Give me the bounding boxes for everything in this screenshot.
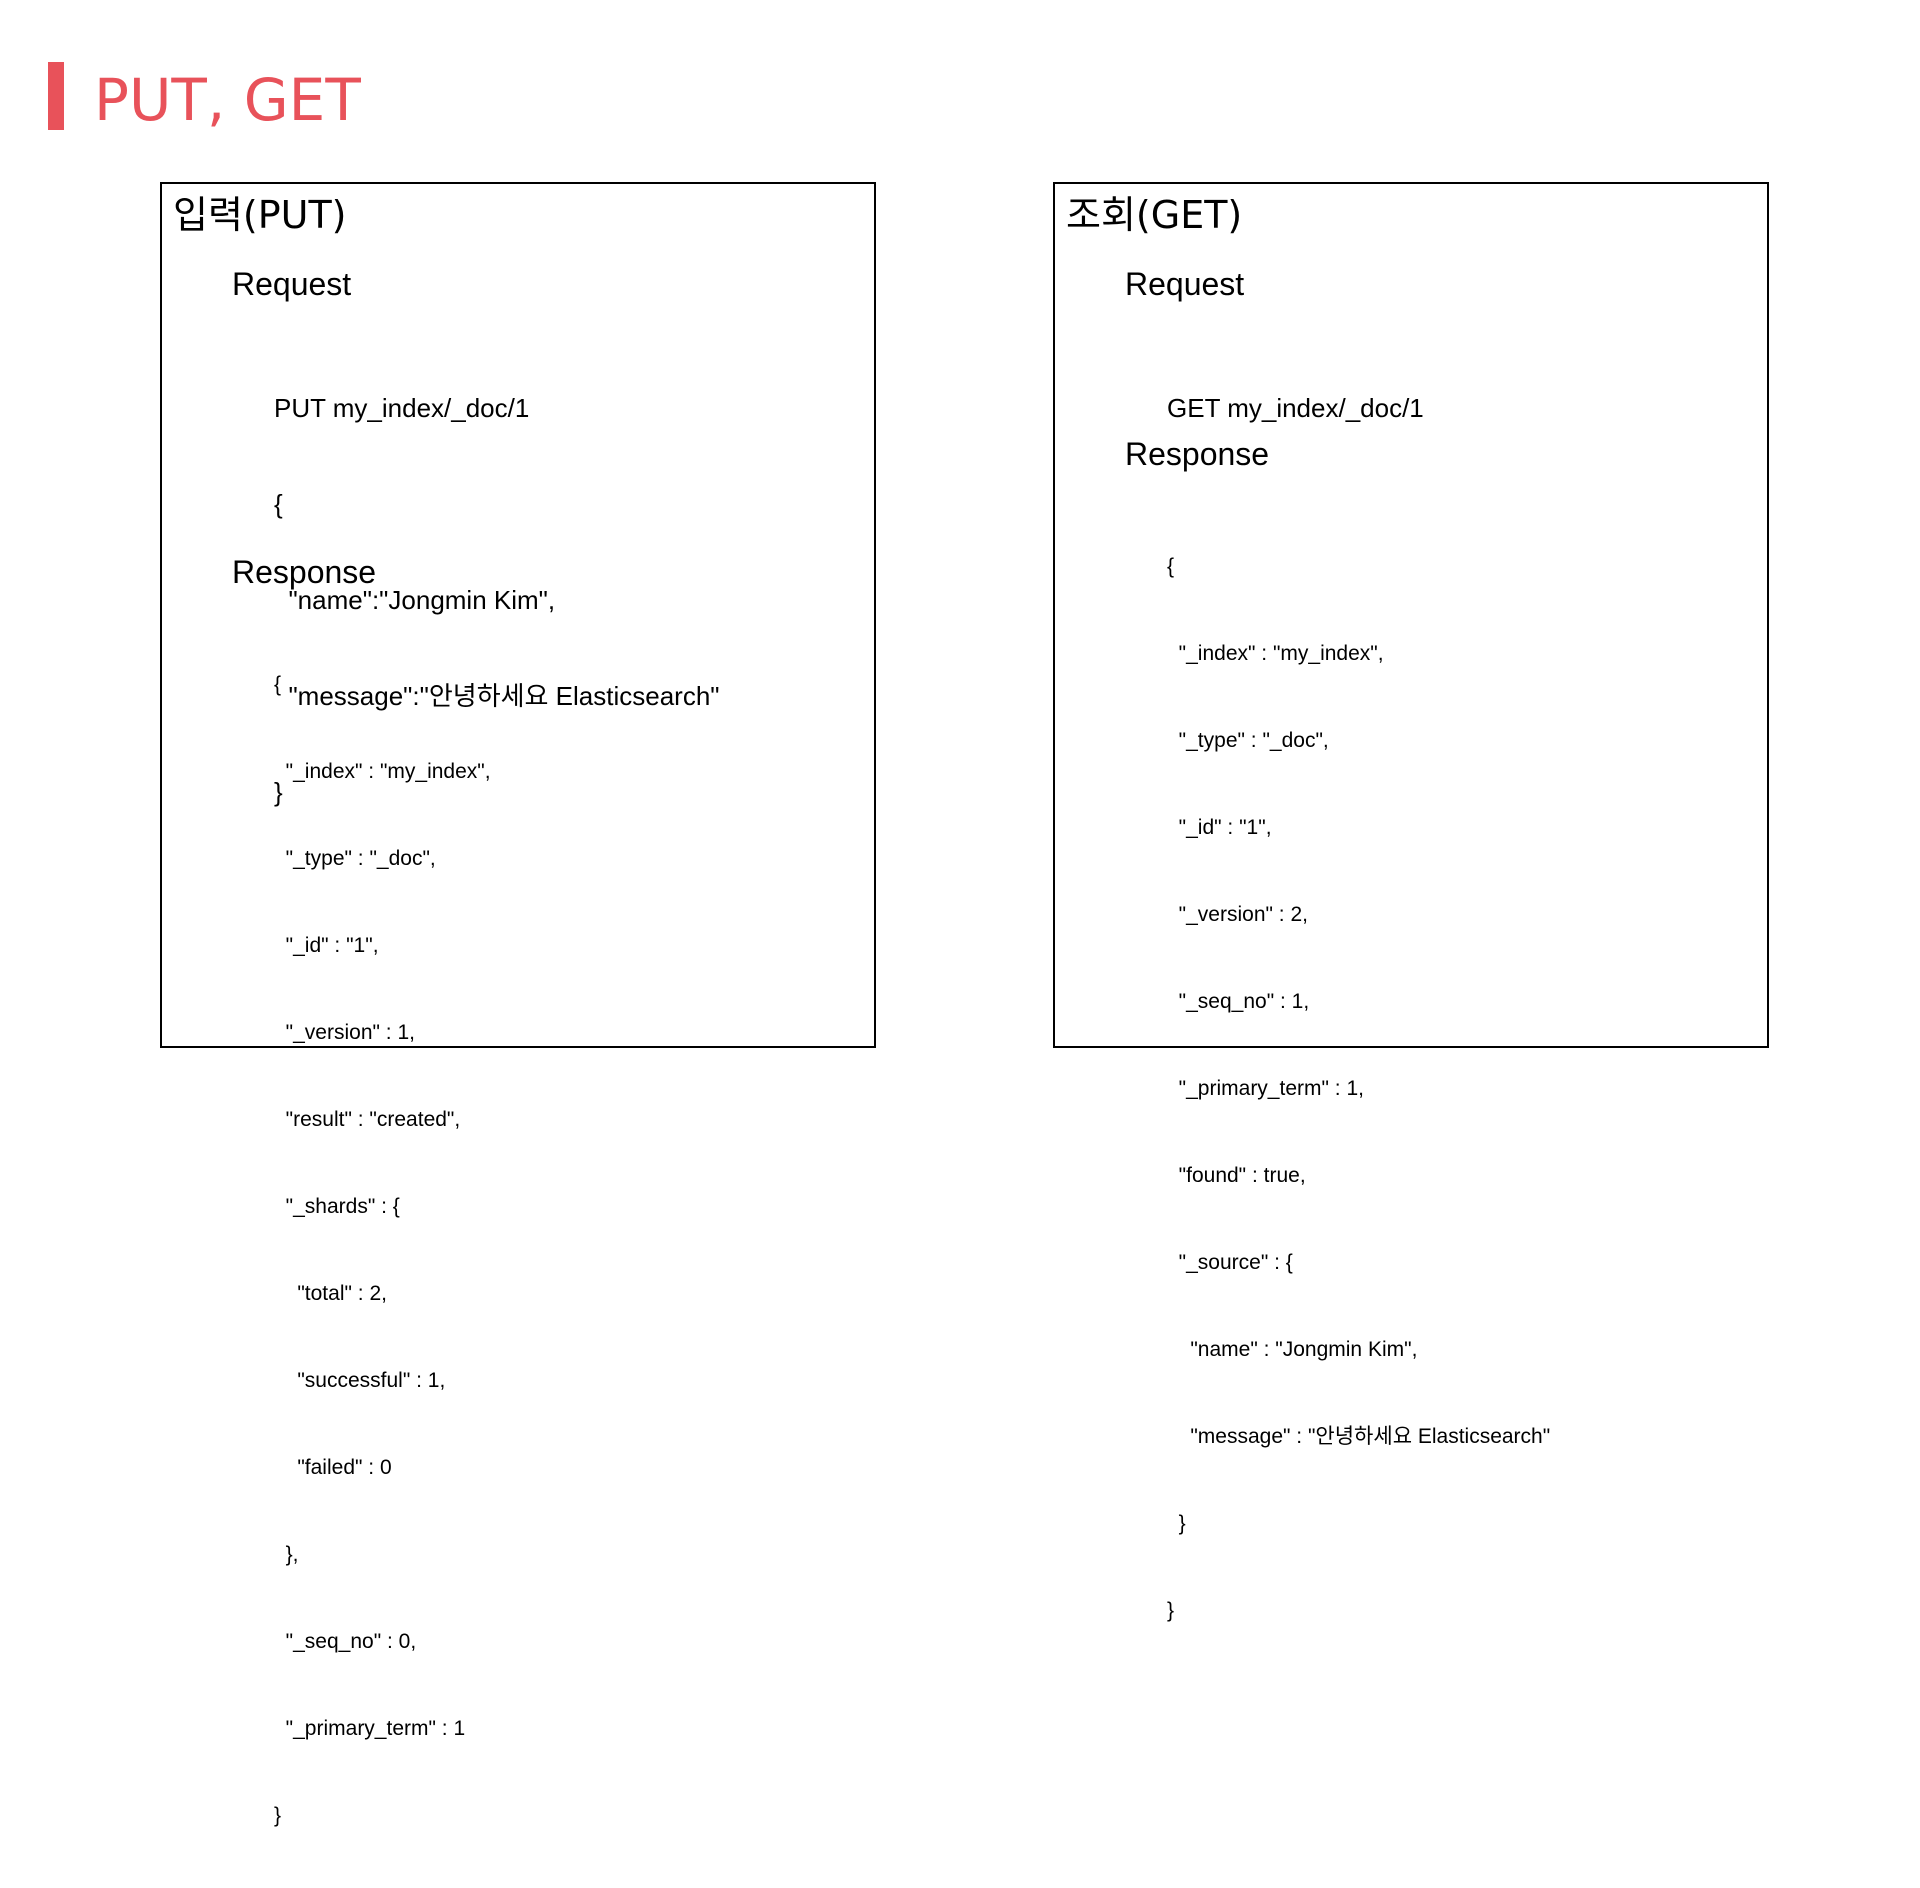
code-line: "_shards" : { [274, 1195, 400, 1218]
get-response-label: Response [1125, 436, 1270, 472]
put-panel-heading: 입력(PUT) [173, 193, 347, 237]
code-line: "total" : 2, [274, 1282, 387, 1305]
code-line: PUT my_index/_doc/1 [274, 393, 530, 423]
code-line: "name":"Jongmin Kim", [274, 585, 556, 615]
code-line: "_seq_no" : 0, [274, 1630, 417, 1653]
get-request-label: Request [1125, 266, 1245, 302]
code-line: "successful" : 1, [274, 1369, 446, 1392]
code-line: "_primary_term" : 1 [274, 1717, 466, 1740]
get-panel: 조회(GET) Request GET my_index/_doc/1 Resp… [1053, 182, 1769, 1622]
code-line: "message":"안녕하세요 Elasticsearch" [274, 681, 720, 711]
code-line: } [274, 1804, 282, 1827]
code-line: { [274, 489, 283, 519]
code-line: "_id" : "1", [1167, 816, 1272, 839]
code-line: "failed" : 0 [274, 1456, 392, 1479]
code-line: "_source" : { [1167, 1251, 1293, 1274]
code-line: "message" : "안녕하세요 Elasticsearch" [1167, 1425, 1551, 1448]
code-line: { [274, 673, 282, 696]
code-line: GET my_index/_doc/1 [1167, 393, 1424, 423]
put-response-label: Response [232, 554, 377, 590]
code-line: }, [274, 1543, 299, 1566]
code-line: } [274, 777, 283, 807]
code-line: "_type" : "_doc", [274, 847, 436, 870]
code-line: "name" : "Jongmin Kim", [1167, 1338, 1418, 1361]
code-line: } [1167, 1599, 1175, 1622]
get-request-code: GET my_index/_doc/1 [1167, 328, 1424, 488]
put-request-code: PUT my_index/_doc/1 { "name":"Jongmin Ki… [274, 328, 720, 872]
code-line: "_version" : 1, [274, 1021, 415, 1044]
code-line: "_index" : "my_index", [274, 760, 491, 783]
code-line: } [1167, 1512, 1186, 1535]
get-panel-heading: 조회(GET) [1066, 193, 1243, 237]
code-line: "_version" : 2, [1167, 903, 1308, 926]
code-line: "_id" : "1", [274, 934, 379, 957]
code-line: "found" : true, [1167, 1164, 1306, 1187]
code-line: "_primary_term" : 1, [1167, 1077, 1364, 1100]
code-line: { [1167, 555, 1175, 578]
code-line: "_type" : "_doc", [1167, 729, 1329, 752]
put-panel: 입력(PUT) Request PUT my_index/_doc/1 { "n… [160, 182, 876, 1827]
put-request-label: Request [232, 266, 352, 302]
put-response-code: { "_index" : "my_index", "_type" : "_doc… [274, 612, 491, 1888]
slide-title: PUT, GET [94, 66, 361, 134]
code-line: "result" : "created", [274, 1108, 461, 1131]
code-line: "_index" : "my_index", [1167, 642, 1384, 665]
code-line: "_seq_no" : 1, [1167, 990, 1310, 1013]
title-accent-bar [48, 62, 64, 130]
get-response-code: { "_index" : "my_index", "_type" : "_doc… [1167, 494, 1550, 1683]
